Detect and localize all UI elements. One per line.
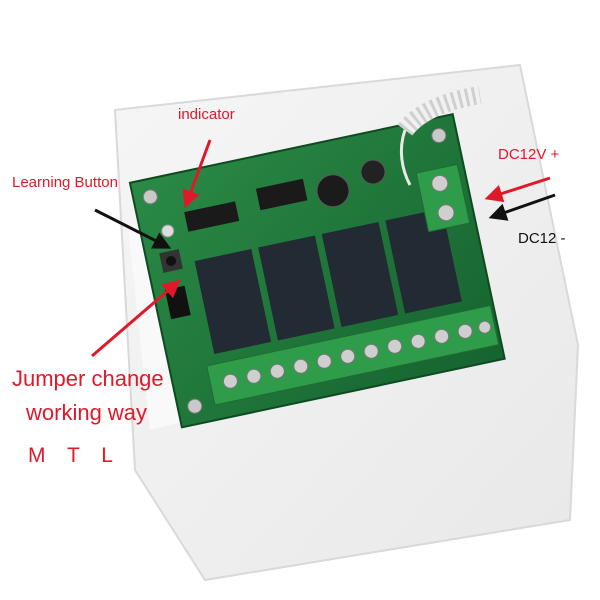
learning-button-label: Learning Button (12, 174, 118, 191)
ic-chip (255, 178, 308, 211)
pcb-board (128, 113, 506, 429)
dc-plus-label: DC12V + (498, 146, 560, 163)
indicator-arrow (182, 139, 212, 209)
relay (321, 221, 399, 327)
relay (385, 208, 462, 314)
indicator-label: indicator (178, 106, 235, 123)
dc-minus-label: DC12 - (518, 230, 566, 247)
relay (194, 249, 272, 354)
capacitor (360, 159, 386, 185)
dc-plus-arrow (484, 176, 551, 203)
relays (194, 208, 462, 354)
dc-terminal (415, 163, 471, 233)
mode-options-label: M T L (28, 444, 121, 467)
ic-chip (184, 201, 240, 232)
jumper-arrow (91, 279, 181, 358)
jumper-label-line2: working way (26, 400, 148, 425)
capacitor (316, 174, 350, 208)
terminal-block (206, 304, 500, 406)
learning-button-arrow (94, 208, 172, 249)
annotation-arrows (91, 139, 556, 358)
jumper-label-line1: Jumper change (12, 366, 164, 391)
relay (258, 235, 335, 341)
antenna-coil (397, 86, 482, 186)
dc-minus-arrow (488, 193, 556, 221)
